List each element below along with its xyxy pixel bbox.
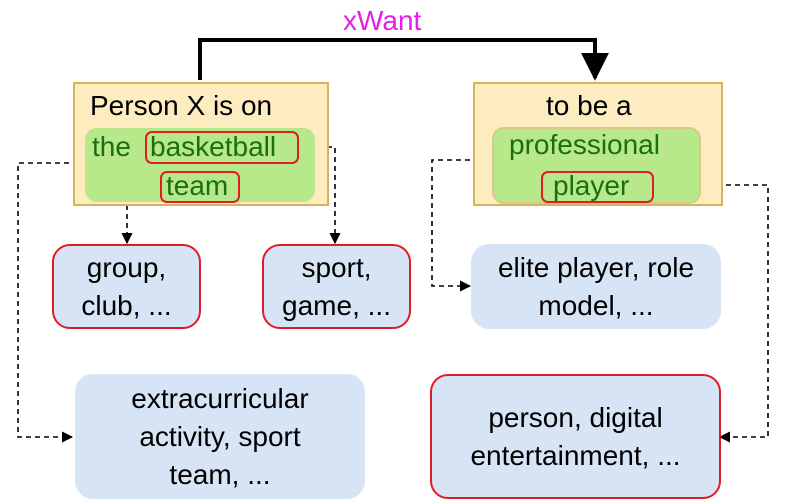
head-phrase-highlight: [85, 128, 315, 202]
head-word-the: the: [92, 131, 131, 162]
concept-extracurricular: extracurricular activity, sport team, ..…: [75, 374, 365, 499]
token-team: team: [166, 170, 229, 201]
concept-person-digital-line1: person, digital: [488, 401, 663, 433]
relation-arrow: [198, 38, 609, 81]
link-professional-elite: [431, 159, 497, 292]
concept-sport-game: sport, game, ...: [262, 244, 411, 329]
token-basketball: basketball: [150, 131, 277, 162]
concept-group-club: group, club, ...: [52, 244, 201, 329]
concept-elite-player: elite player, role model, ...: [471, 244, 721, 329]
concept-extracurricular-line1: extracurricular: [131, 382, 309, 414]
concept-extracurricular-line3: team, ...: [169, 458, 271, 490]
concept-sport-game-line2: game, ...: [282, 289, 391, 321]
token-basketball-box: [145, 131, 299, 164]
head-event-line1: Person X is on: [90, 90, 273, 121]
concept-elite-player-line2: model, ...: [538, 289, 654, 321]
relation-label: xWant: [343, 5, 422, 36]
token-player: player: [553, 170, 630, 201]
concept-elite-player-line1: elite player, role: [497, 251, 695, 283]
token-team-box: [160, 171, 240, 203]
link-head-extracurricular: [17, 162, 78, 443]
concept-sport-game-line1: sport,: [301, 251, 372, 283]
concept-person-digital: person, digital entertainment, ...: [430, 374, 721, 499]
tail-word-professional: professional: [509, 129, 660, 160]
concept-person-digital-line2: entertainment, ...: [470, 439, 681, 471]
token-player-box: [541, 171, 654, 203]
concept-group-club-line1: group,: [86, 251, 167, 283]
tail-event-line1: to be a: [546, 90, 632, 121]
concept-group-club-line2: club, ...: [81, 289, 172, 321]
concept-extracurricular-line2: activity, sport: [139, 420, 301, 452]
tail-phrase-highlight: [492, 127, 701, 204]
